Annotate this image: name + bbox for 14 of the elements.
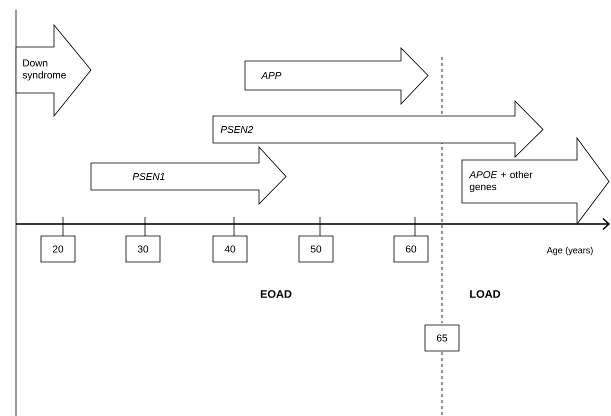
region-label: EOAD — [260, 290, 292, 298]
tick-label-box: 65 — [424, 324, 460, 352]
range-band: APP — [244, 47, 429, 105]
region-label: LOAD — [470, 290, 500, 298]
tick-label-box: 50 — [298, 236, 334, 262]
tick-label-box: 30 — [126, 236, 160, 262]
tick-label-box: 40 — [212, 236, 248, 262]
range-band: PSEN2 — [212, 100, 544, 158]
range-band: Down syndrome — [16, 24, 92, 118]
axis-label: Age (years) — [546, 246, 593, 256]
range-band: PSEN1 — [90, 146, 287, 205]
tick-label-box: 20 — [40, 236, 76, 262]
tick-label-box: 60 — [394, 236, 428, 262]
range-band: APOE + other genes — [462, 136, 610, 226]
